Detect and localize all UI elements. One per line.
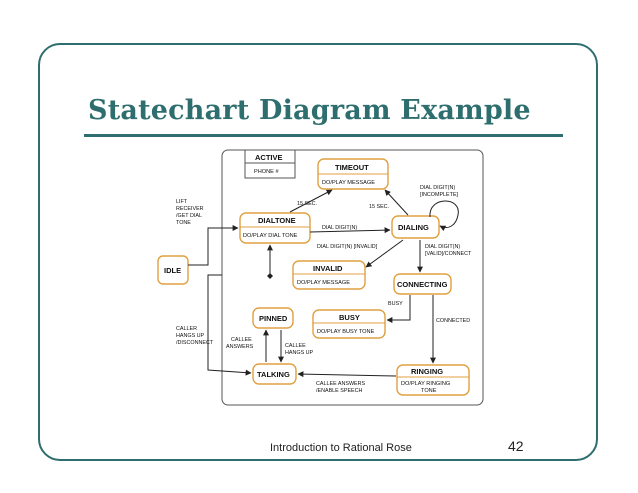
state-name-idle: IDLE [164, 266, 181, 275]
state-name-dialtone: DIALTONE [258, 216, 296, 225]
edge-connecting-to-busy [386, 295, 411, 323]
edge-dialtone-to-dialing [309, 227, 391, 234]
state-name-ringing: RINGING [411, 367, 443, 376]
edge-dialing-to-invalid [365, 239, 404, 268]
active-tab [244, 149, 296, 179]
edge-dialing-self-loop [429, 200, 459, 232]
label-busy: BUSY [388, 301, 403, 307]
svg-text:/ENABLE SPEECH: /ENABLE SPEECH [316, 388, 363, 394]
state-invalid: INVALID DO/PLAY MESSAGE [292, 260, 366, 290]
label-dial-digit-valid: DIAL DIGIT(N) [VALID]/CONNECT [425, 244, 472, 257]
label-dial-digit: DIAL DIGIT(N) [322, 225, 357, 231]
state-name-active: ACTIVE [255, 153, 283, 162]
label-dial-digit-invalid: DIAL DIGIT(N) [INVALID] [317, 244, 378, 250]
svg-text:CALLEE: CALLEE [231, 337, 252, 343]
composite-state-active: ACTIVE PHONE # [221, 149, 484, 406]
state-talking: TALKING [252, 363, 297, 385]
state-idle: IDLE [157, 255, 189, 285]
svg-text:DIAL DIGIT(N): DIAL DIGIT(N) [425, 244, 460, 250]
slide-frame [38, 43, 598, 461]
footer-text: Introduction to Rational Rose [270, 442, 412, 454]
history-diamond [267, 273, 273, 279]
state-name-pinned: PINNED [259, 314, 288, 323]
label-callee-answers-speech: CALLEE ANSWERS /ENABLE SPEECH [316, 381, 366, 394]
svg-text:[INCOMPLETE]: [INCOMPLETE] [420, 192, 459, 198]
svg-text:[VALID]/CONNECT: [VALID]/CONNECT [425, 251, 472, 257]
svg-text:ANSWERS: ANSWERS [226, 344, 254, 350]
edge-dialtone-to-timeout [289, 189, 333, 213]
state-name-connecting: CONNECTING [397, 280, 448, 289]
label-caller-hangs-up: CALLER HANGS UP /DISCONNECT [176, 326, 214, 346]
state-activity-timeout: DO/PLAY MESSAGE [322, 180, 375, 186]
label-callee-hangs-up: CALLEE HANGS UP [285, 343, 314, 356]
state-name-timeout: TIMEOUT [335, 163, 369, 172]
state-activity-ringing-line1: DO/PLAY RINGING [401, 381, 450, 387]
label-timeout-15-dialtone: 15 SEC. [297, 201, 317, 207]
state-ringing: RINGING DO/PLAY RINGING TONE [396, 364, 470, 396]
state-activity-active: PHONE # [254, 169, 279, 175]
label-callee-answers: CALLEE ANSWERS [226, 337, 254, 350]
state-name-invalid: INVALID [313, 264, 343, 273]
state-activity-ringing-line2: TONE [421, 388, 437, 394]
label-timeout-15-dialing: 15 SEC. [369, 204, 389, 210]
edge-ringing-to-talking [297, 371, 397, 378]
svg-text:/DISCONNECT: /DISCONNECT [176, 340, 214, 346]
svg-text:DIAL DIGIT(N): DIAL DIGIT(N) [420, 185, 455, 191]
label-lift-receiver: LIFT RECEIVER /GET DIAL TONE [176, 199, 204, 226]
state-activity-dialtone: DO/PLAY DIAL TONE [243, 233, 298, 239]
svg-text:CALLEE: CALLEE [285, 343, 306, 349]
title-underline [84, 134, 563, 137]
slide-title: Statechart Diagram Example [88, 95, 531, 126]
state-name-dialing: DIALING [398, 223, 429, 232]
svg-text:HANGS UP: HANGS UP [285, 350, 314, 356]
svg-text:HANGS UP: HANGS UP [176, 333, 205, 339]
state-activity-busy: DO/PLAY BUSY TONE [317, 329, 375, 335]
state-activity-invalid: DO/PLAY MESSAGE [297, 280, 350, 286]
svg-text:CALLEE ANSWERS: CALLEE ANSWERS [316, 381, 366, 387]
label-dial-digit-incomplete: DIAL DIGIT(N) [INCOMPLETE] [420, 185, 459, 198]
state-timeout: TIMEOUT DO/PLAY MESSAGE [317, 158, 389, 190]
svg-text:RECEIVER: RECEIVER [176, 206, 204, 212]
svg-text:CALLER: CALLER [176, 326, 197, 332]
edge-dialing-to-timeout [384, 189, 409, 216]
label-connected: CONNECTED [436, 318, 470, 324]
state-pinned: PINNED [252, 307, 294, 329]
svg-text:/GET DIAL: /GET DIAL [176, 213, 202, 219]
state-busy: BUSY DO/PLAY BUSY TONE [312, 309, 386, 339]
state-name-talking: TALKING [257, 370, 290, 379]
state-dialtone: DIALTONE DO/PLAY DIAL TONE [239, 212, 311, 244]
state-name-busy: BUSY [339, 313, 360, 322]
edge-active-to-idle [207, 274, 252, 376]
page-number: 42 [508, 438, 524, 454]
edge-idle-to-dialtone [188, 225, 239, 266]
state-connecting: CONNECTING [393, 273, 452, 295]
svg-text:TONE: TONE [176, 220, 191, 226]
svg-text:LIFT: LIFT [176, 199, 188, 205]
state-dialing: DIALING [391, 215, 440, 239]
